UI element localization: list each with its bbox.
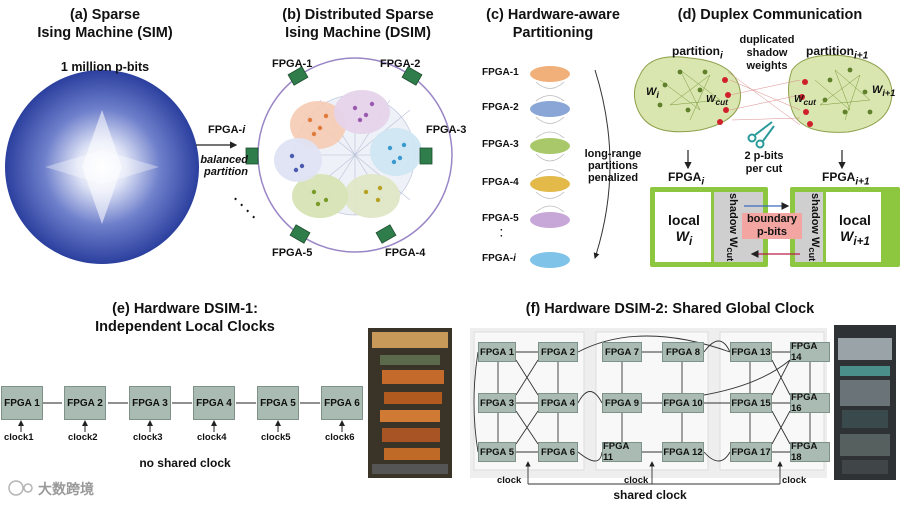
dsim2-links (473, 335, 811, 462)
shared-clock-label: shared clock (613, 488, 687, 502)
dsim2-fpga-1: FPGA 1 (478, 342, 516, 362)
shadow-wcut-left: shadow Wcut (724, 193, 740, 262)
partition-row-4: FPGA-4 (482, 177, 519, 188)
clock-1-label: clock1 (4, 432, 34, 443)
watermark-logo (8, 480, 33, 496)
duplex-graphics (634, 54, 900, 267)
partition-i-label: partitioni (672, 44, 723, 62)
partition-row-5: FPGA-5 (482, 213, 519, 224)
dsim2-fpga-7: FPGA 7 (602, 342, 642, 362)
dsim2-fpga-18: FPGA 18 (790, 441, 830, 463)
dsim1-fpga-2: FPGA 2 (64, 386, 106, 420)
panel-a-title: (a) Sparse Ising Machine (SIM) (20, 6, 190, 42)
dsim-fpga-3-label: FPGA-3 (426, 124, 467, 136)
panel-b-title: (b) Distributed Sparse Ising Machine (DS… (258, 6, 458, 42)
clock-4-label: clock4 (197, 432, 227, 443)
fpga-chip-icons (245, 66, 433, 244)
panel-a-title-line1: (a) Sparse (69, 7, 141, 23)
dsim1-fpga-3: FPGA 3 (129, 386, 171, 420)
sim-disk (5, 70, 199, 264)
wi-label: Wi (646, 86, 659, 101)
panel-b-title-line2: Ising Machine (DSIM) (285, 25, 431, 41)
pbits-label: 1 million p-bits (60, 60, 150, 74)
dsim2-clock-left: clock (497, 475, 522, 486)
partition-row-1: FPGA-1 (482, 67, 519, 78)
dsim1-fpga-1: FPGA 1 (1, 386, 43, 420)
dsim2-clock-lines (525, 461, 783, 485)
panel-e-title: (e) Hardware DSIM-1:Independent Local Cl… (95, 301, 275, 335)
dsim2-fpga-13: FPGA 13 (730, 342, 772, 362)
dsim2-fpga-17: FPGA 17 (730, 442, 772, 462)
dsim2-fpga-4: FPGA 4 (538, 393, 578, 413)
wcut-right-label: Wcut (794, 94, 816, 107)
wi1-label: Wi+1 (872, 84, 896, 99)
dsim-fpga-i-label: FPGA-i (208, 124, 246, 136)
panel-b-title-line1: (b) Distributed Sparse (282, 7, 434, 23)
partition-ellipsis: ·· (500, 225, 504, 242)
wcut-left-label: Wcut (706, 94, 728, 107)
dsim2-fpga-16: FPGA 16 (790, 392, 830, 414)
scissors-icon (747, 121, 775, 149)
partition-i1-label: partitioni+1 (806, 44, 869, 62)
panel-a-title-line2: Ising Machine (SIM) (37, 25, 173, 41)
dsim2-fpga-5: FPGA 5 (478, 442, 516, 462)
no-shared-clock-label: no shared clock (139, 456, 231, 470)
dsim2-clock-right: clock (782, 475, 807, 486)
dsim-fpga-4-label: FPGA-4 (385, 247, 426, 259)
dsim2-fpga-6: FPGA 6 (538, 442, 578, 462)
shadow-wcut-right: shadow Wcut (806, 193, 822, 262)
dsim2-fpga-11: FPGA 11 (602, 441, 642, 463)
hardware-photo-2 (834, 325, 896, 480)
partition-row-i: FPGA-i (482, 253, 516, 264)
panel-d-title: (d) Duplex Communication (677, 7, 863, 23)
panel-f-title: (f) Hardware DSIM-2: Shared Global Clock (525, 301, 815, 317)
dsim-fpga-2-label: FPGA-2 (380, 58, 421, 70)
dsim2-fpga-3: FPGA 3 (478, 393, 516, 413)
dsim2-fpga-8: FPGA 8 (662, 342, 704, 362)
dsim1-fpga-6: FPGA 6 (321, 386, 363, 420)
dsim2-fpga-15: FPGA 15 (730, 393, 772, 413)
clock-5-label: clock5 (261, 432, 291, 443)
dsim2-fpga-14: FPGA 14 (790, 341, 830, 363)
hardware-photo-1 (368, 328, 452, 478)
dsim2-fpga-2: FPGA 2 (538, 342, 578, 362)
dsim2-clock-mid: clock (624, 475, 649, 486)
dsim-fpga-5-label: FPGA-5 (272, 247, 313, 259)
dsim1-fpga-5: FPGA 5 (257, 386, 299, 420)
clock-2-label: clock2 (68, 432, 98, 443)
dsim2-fpga-9: FPGA 9 (602, 393, 642, 413)
clock-6-label: clock6 (325, 432, 355, 443)
partition-column (530, 66, 611, 268)
watermark-text: 大数跨境 (38, 481, 94, 497)
dsim1-links (18, 402, 345, 432)
clock-3-label: clock3 (133, 432, 163, 443)
dsim-fpga-1-label: FPGA-1 (272, 58, 313, 70)
partition-row-2: FPGA-2 (482, 102, 519, 113)
fpga-i1-label: FPGAi+1 (822, 170, 870, 188)
partition-row-3: FPGA-3 (482, 139, 519, 150)
fpga-i-label: FPGAi (668, 170, 705, 188)
dsim2-fpga-10: FPGA 10 (662, 393, 704, 413)
dsim1-fpga-4: FPGA 4 (193, 386, 235, 420)
dsim2-fpga-12: FPGA 12 (662, 442, 704, 462)
